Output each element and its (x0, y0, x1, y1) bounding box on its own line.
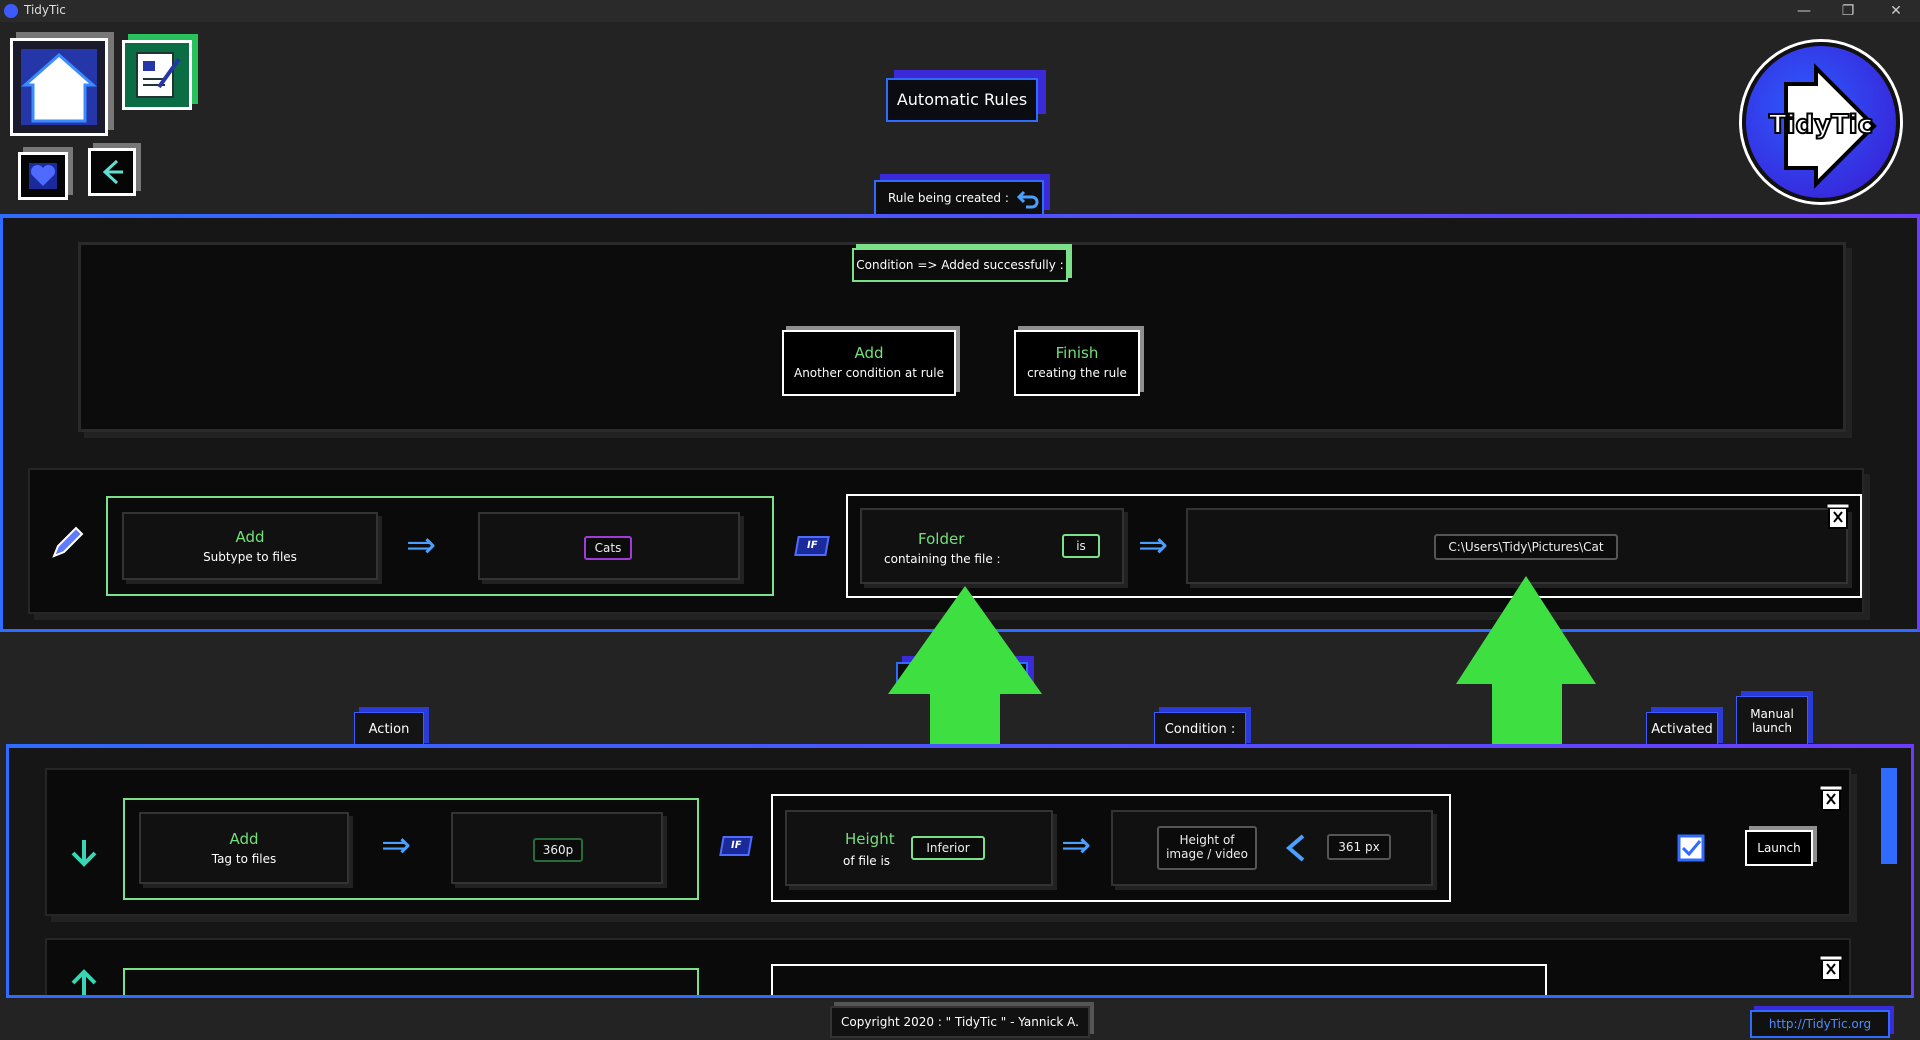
arrow-right-icon: ⇒ (381, 825, 412, 866)
header-manual-launch: Manual launch (1736, 696, 1808, 748)
condition-title: Folder (918, 530, 965, 548)
action-value-box: Cats (478, 512, 740, 580)
finish-rule-title: Finish (1055, 344, 1099, 362)
row-action-type[interactable]: Add Tag to files (139, 812, 349, 884)
trash-icon[interactable] (1824, 500, 1852, 530)
arrow-right-icon: ⇒ (1061, 825, 1092, 866)
home-button[interactable] (10, 38, 108, 136)
arrow-up-icon[interactable] (67, 966, 101, 998)
pencil-icon[interactable] (48, 522, 88, 562)
restore-icon[interactable]: ❐ (1841, 3, 1855, 19)
row-condition-field[interactable]: Height of image / video (1157, 826, 1257, 870)
condition-operator[interactable]: is (1062, 534, 1100, 558)
if-badge: IF (719, 836, 753, 856)
action-type[interactable]: Add Subtype to files (122, 512, 378, 580)
action-subtitle: Subtype to files (203, 550, 297, 564)
arrow-down-icon[interactable] (67, 836, 101, 870)
header-activated: Activated (1646, 712, 1718, 748)
row-action-subtitle: Tag to files (211, 852, 277, 866)
row-condition-operator[interactable]: Inferior (911, 836, 985, 860)
finish-rule-subtitle: creating the rule (1027, 366, 1127, 380)
rule-creation-tab: Rule being created : (874, 180, 1044, 216)
trash-icon[interactable] (1817, 782, 1845, 812)
condition-value-chip[interactable]: C:\Users\Tidy\Pictures\Cat (1434, 534, 1618, 560)
document-edit-icon (136, 52, 181, 98)
annotation-arrow-up-icon (888, 586, 1042, 798)
row-condition-title: Height (845, 830, 895, 848)
launch-button[interactable]: Launch (1745, 830, 1813, 866)
add-condition-title: Add (854, 344, 884, 362)
edit-rules-button[interactable] (122, 40, 192, 110)
status-message: Condition => Added successfully : (852, 248, 1068, 282)
footer-copyright: Copyright 2020 : " TidyTic " - Yannick A… (830, 1006, 1090, 1038)
row-condition-value-chip[interactable]: 361 px (1327, 834, 1391, 860)
row-action-title: Add (229, 830, 259, 848)
footer-link[interactable]: http://TidyTic.org (1750, 1010, 1890, 1038)
row-condition-type[interactable]: Height of file is Inferior (785, 810, 1053, 886)
row-condition-subtitle: of file is (843, 854, 891, 868)
if-badge: IF (794, 536, 830, 556)
arrow-left-icon (102, 159, 123, 185)
add-condition-subtitle: Another condition at rule (793, 366, 945, 380)
condition-value-box: C:\Users\Tidy\Pictures\Cat (1186, 508, 1848, 584)
title-bar (0, 0, 1920, 22)
checkbox-checked-icon[interactable] (1677, 834, 1705, 862)
action-value-chip[interactable]: Cats (584, 536, 632, 560)
scrollbar-thumb[interactable] (1881, 768, 1897, 864)
app-icon (4, 4, 18, 18)
arrow-right-icon: ⇒ (406, 525, 437, 566)
arrow-right-icon: ⇒ (1138, 525, 1169, 566)
action-title: Add (235, 528, 265, 546)
condition-type[interactable]: Folder containing the file : is (860, 508, 1124, 584)
section-divider (0, 214, 1920, 218)
logo-arrow-icon (1784, 63, 1877, 189)
row-action-value-chip[interactable]: 360p (533, 838, 583, 862)
home-icon (21, 49, 97, 125)
row-condition-value-box: Height of image / video 361 px (1111, 810, 1433, 886)
logo-text: TidyTic (1768, 109, 1874, 141)
favorites-button[interactable] (18, 152, 68, 200)
row-action-value-box: 360p (451, 812, 663, 884)
add-condition-button[interactable]: Add Another condition at rule (782, 330, 956, 396)
row-action-box (123, 968, 699, 995)
rules-list-panel: Add Tag to files ⇒ 360p IF Height of fil… (6, 748, 1914, 998)
finish-rule-button[interactable]: Finish creating the rule (1014, 330, 1140, 396)
window-title: TidyTic (24, 3, 66, 17)
back-button[interactable] (88, 148, 136, 196)
logo: TidyTic (1742, 42, 1900, 202)
undo-icon[interactable] (1016, 188, 1040, 210)
rule-creation-label: Rule being created : (888, 191, 1009, 205)
annotation-arrow-up-icon (1456, 576, 1596, 788)
minimize-icon[interactable]: — (1797, 3, 1811, 19)
condition-subtitle: containing the file : (884, 552, 1001, 566)
header-condition: Condition : (1154, 712, 1246, 748)
row-condition-box (771, 964, 1547, 995)
heart-icon (29, 163, 57, 189)
chevron-left-icon (1285, 834, 1305, 862)
close-icon[interactable]: ✕ (1890, 3, 1902, 19)
header-action: Action (354, 712, 424, 748)
trash-icon[interactable] (1817, 952, 1845, 982)
section-divider (6, 744, 1914, 748)
page-title: Automatic Rules (886, 78, 1038, 122)
